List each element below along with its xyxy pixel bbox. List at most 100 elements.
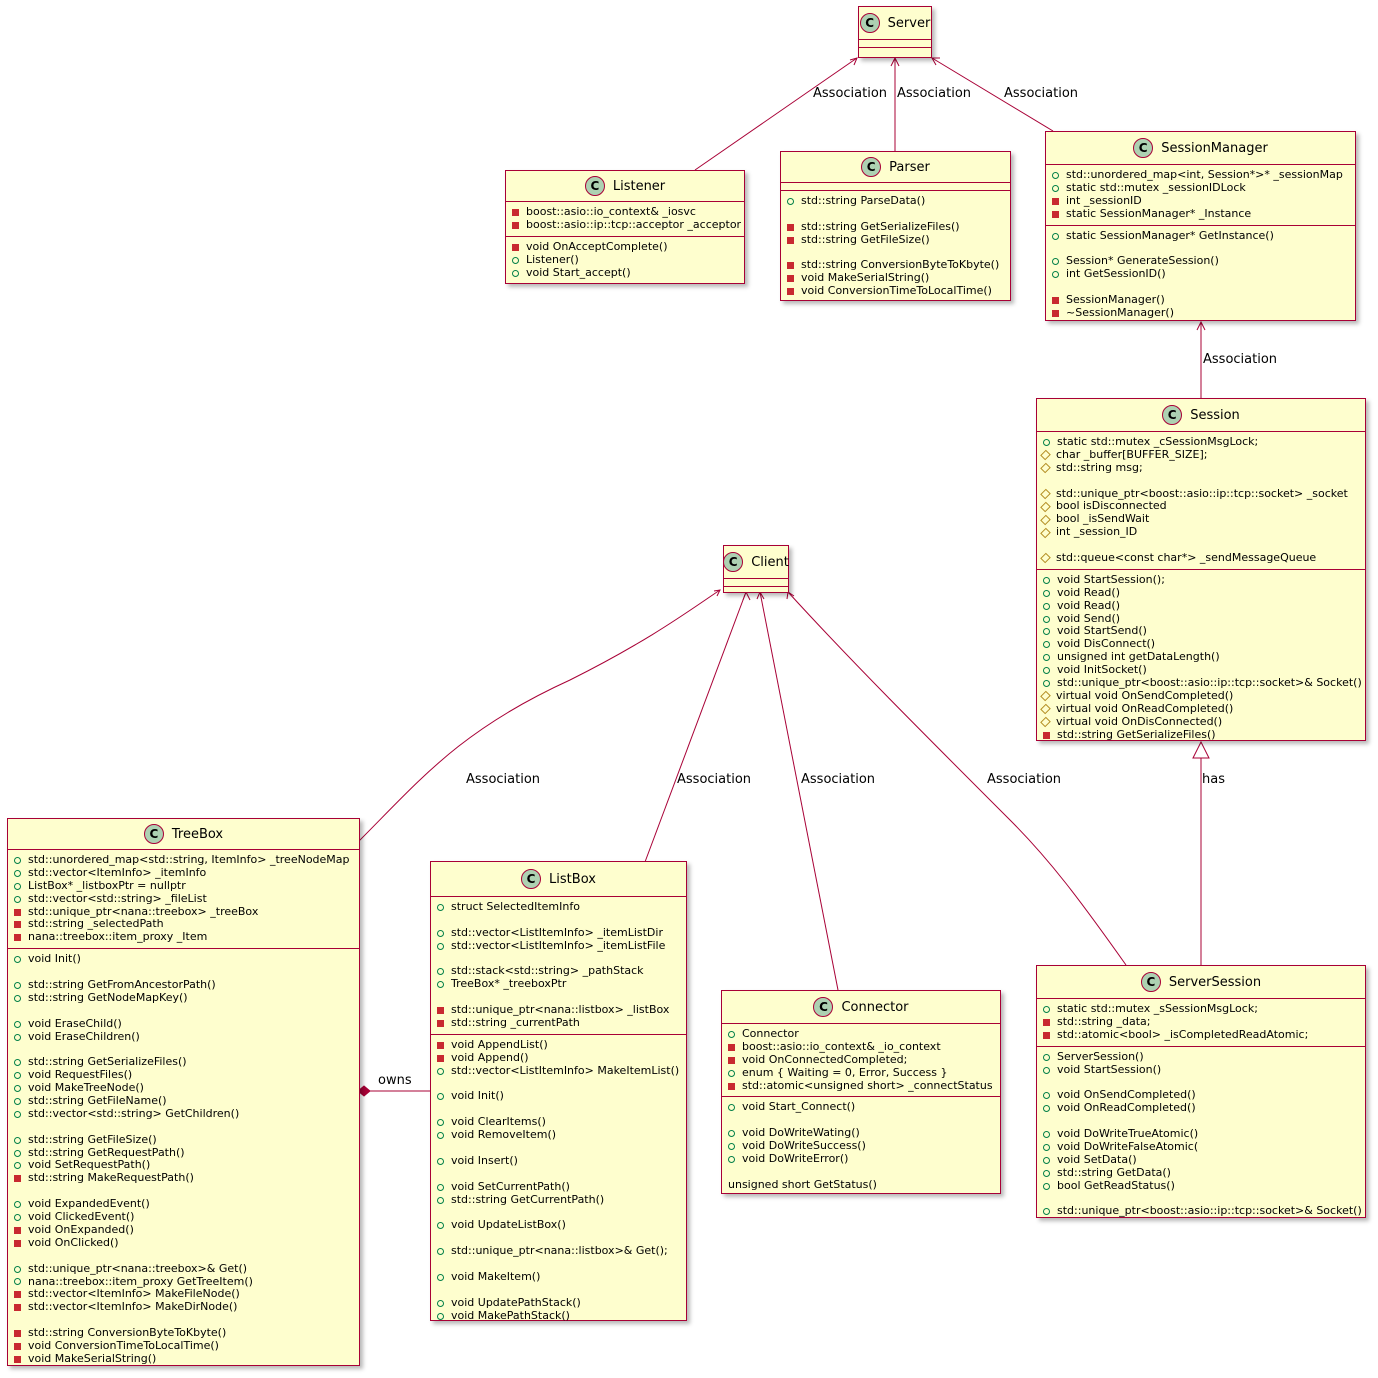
- field-row: nana::treebox::item_proxy _Item: [14, 930, 359, 944]
- method-row: std::string GetFromAncestorPath(): [14, 978, 359, 992]
- field-row: std::unique_ptr<nana::treebox> _treeBox: [14, 905, 359, 919]
- method-text: void DoWriteFalseAtomic(: [1057, 1139, 1199, 1153]
- method-text: std::string GetRequestPath(): [28, 1145, 185, 1159]
- member-spacer: [437, 1258, 686, 1271]
- method-row: nana::treebox::item_proxy GetTreeItem(): [14, 1275, 359, 1289]
- method-text: void ClickedEvent(): [28, 1210, 135, 1224]
- method-text: void DoWriteWating(): [742, 1126, 860, 1140]
- method-text: void MakeSerialString(): [28, 1351, 157, 1365]
- method-row: void OnAcceptComplete(): [512, 240, 744, 254]
- method-text: void DoWriteError(): [742, 1152, 849, 1166]
- methods-section: std::string ParseData()std::string GetSe…: [781, 190, 1010, 302]
- public-visibility-icon: [437, 1299, 444, 1307]
- field-text: bool _isSendWait: [1056, 512, 1150, 526]
- edge-label-serversession-client: Association: [987, 772, 1062, 787]
- field-row: static std::mutex _cSessionMsgLock;: [1043, 435, 1365, 449]
- empty-fields-section: [859, 39, 931, 47]
- field-text: boost::asio::ip::tcp::acceptor _acceptor: [526, 217, 742, 231]
- edge-label-treebox-listbox: owns: [378, 1073, 412, 1088]
- field-row: std::atomic<bool> _isCompletedReadAtomic…: [1043, 1028, 1365, 1042]
- public-visibility-icon: [1043, 654, 1050, 662]
- field-text: std::vector<ListItemInfo> _itemListFile: [451, 938, 666, 952]
- method-text: void DisConnect(): [1057, 637, 1156, 651]
- field-text: std::unique_ptr<nana::listbox> _listBox: [451, 1003, 670, 1017]
- private-visibility-icon: [1052, 210, 1059, 218]
- method-row: void SetRequestPath(): [14, 1159, 359, 1172]
- method-text: std::string GetSerializeFiles(): [1057, 727, 1216, 741]
- field-row: boost::asio::io_context& _io_context: [728, 1040, 1000, 1054]
- public-visibility-icon: [1043, 1066, 1050, 1074]
- method-text: void StartSend(): [1057, 624, 1147, 638]
- method-text: void SetData(): [1057, 1152, 1137, 1166]
- method-text: int GetSessionID(): [1066, 267, 1166, 281]
- method-text: void ConversionTimeToLocalTime(): [28, 1338, 219, 1352]
- method-row: void RemoveItem(): [437, 1128, 686, 1142]
- method-row: std::string GetFileName(): [14, 1094, 359, 1108]
- method-row: void UpdatePathStack(): [437, 1296, 686, 1310]
- method-row: void Start_Connect(): [728, 1101, 1000, 1114]
- methods-section: void StartSession();void Read()void Read…: [1037, 568, 1365, 746]
- method-row: void DoWriteError(): [728, 1152, 1000, 1166]
- class-name: Session: [1190, 407, 1240, 423]
- field-row: std::string _selectedPath: [14, 918, 359, 931]
- public-visibility-icon: [14, 895, 21, 903]
- method-row: int GetSessionID(): [1052, 267, 1355, 281]
- method-row: Session* GenerateSession(): [1052, 254, 1355, 268]
- field-text: int _session_ID: [1056, 525, 1138, 539]
- method-row: std::string ParseData(): [787, 194, 1010, 208]
- method-text: std::string GetFileSize(): [28, 1132, 157, 1146]
- edge-label-parser-server: Association: [897, 86, 972, 101]
- method-row: std::string GetNodeMapKey(): [14, 991, 359, 1005]
- edge-label-sessionmanager-server: Association: [1004, 86, 1079, 101]
- public-visibility-icon: [728, 1069, 735, 1077]
- method-row: void DoWriteFalseAtomic(: [1043, 1139, 1365, 1154]
- field-row: std::string _data;: [1043, 1015, 1365, 1029]
- protected-visibility-icon: [1040, 462, 1051, 474]
- method-row: void StartSession(): [1043, 1063, 1365, 1077]
- class-stereotype-icon: C: [1162, 405, 1183, 425]
- public-visibility-icon: [14, 994, 21, 1002]
- method-text: std::string GetFileName(): [28, 1094, 167, 1108]
- method-row: unsigned int getDataLength(): [1043, 650, 1365, 664]
- composition-diamond: [357, 1085, 371, 1097]
- private-visibility-icon: [437, 1041, 444, 1049]
- field-text: boost::asio::io_context& _iosvc: [526, 205, 696, 218]
- public-visibility-icon: [14, 1201, 21, 1209]
- protected-visibility-icon: [1040, 527, 1051, 538]
- public-visibility-icon: [1043, 615, 1050, 623]
- method-row: void DisConnect(): [1043, 637, 1365, 651]
- public-visibility-icon: [437, 903, 444, 911]
- public-visibility-icon: [1052, 171, 1059, 179]
- method-text: void MakePathStack(): [451, 1308, 570, 1322]
- field-text: enum { Waiting = 0, Error, Success }: [742, 1065, 948, 1079]
- edge-label-treebox-client: Association: [466, 772, 541, 787]
- method-text: void RequestFiles(): [28, 1068, 133, 1082]
- field-row: struct SelectedItemInfo: [437, 900, 686, 914]
- method-text: virtual void OnSendCompleted(): [1056, 688, 1234, 702]
- field-row: std::unordered_map<int, Session*>* _sess…: [1052, 168, 1355, 182]
- private-visibility-icon: [14, 1342, 21, 1350]
- class-header: C Session: [1037, 399, 1365, 431]
- member-spacer: [787, 208, 1010, 221]
- method-row: void MakeSerialString(): [787, 271, 1010, 285]
- method-text: void UpdateListBox(): [451, 1218, 566, 1232]
- method-text: std::string ConversionByteToKbyte(): [28, 1326, 227, 1340]
- method-text: void Read(): [1057, 585, 1120, 599]
- public-visibility-icon: [1043, 1156, 1050, 1164]
- method-text: void OnClicked(): [28, 1235, 119, 1249]
- protected-visibility-icon: [1040, 488, 1051, 500]
- empty-fields-section: [781, 182, 1010, 190]
- method-row: void OnSendCompleted(): [1043, 1088, 1365, 1102]
- class-stereotype-icon: C: [1140, 972, 1161, 992]
- method-text: static SessionManager* GetInstance(): [1066, 228, 1274, 242]
